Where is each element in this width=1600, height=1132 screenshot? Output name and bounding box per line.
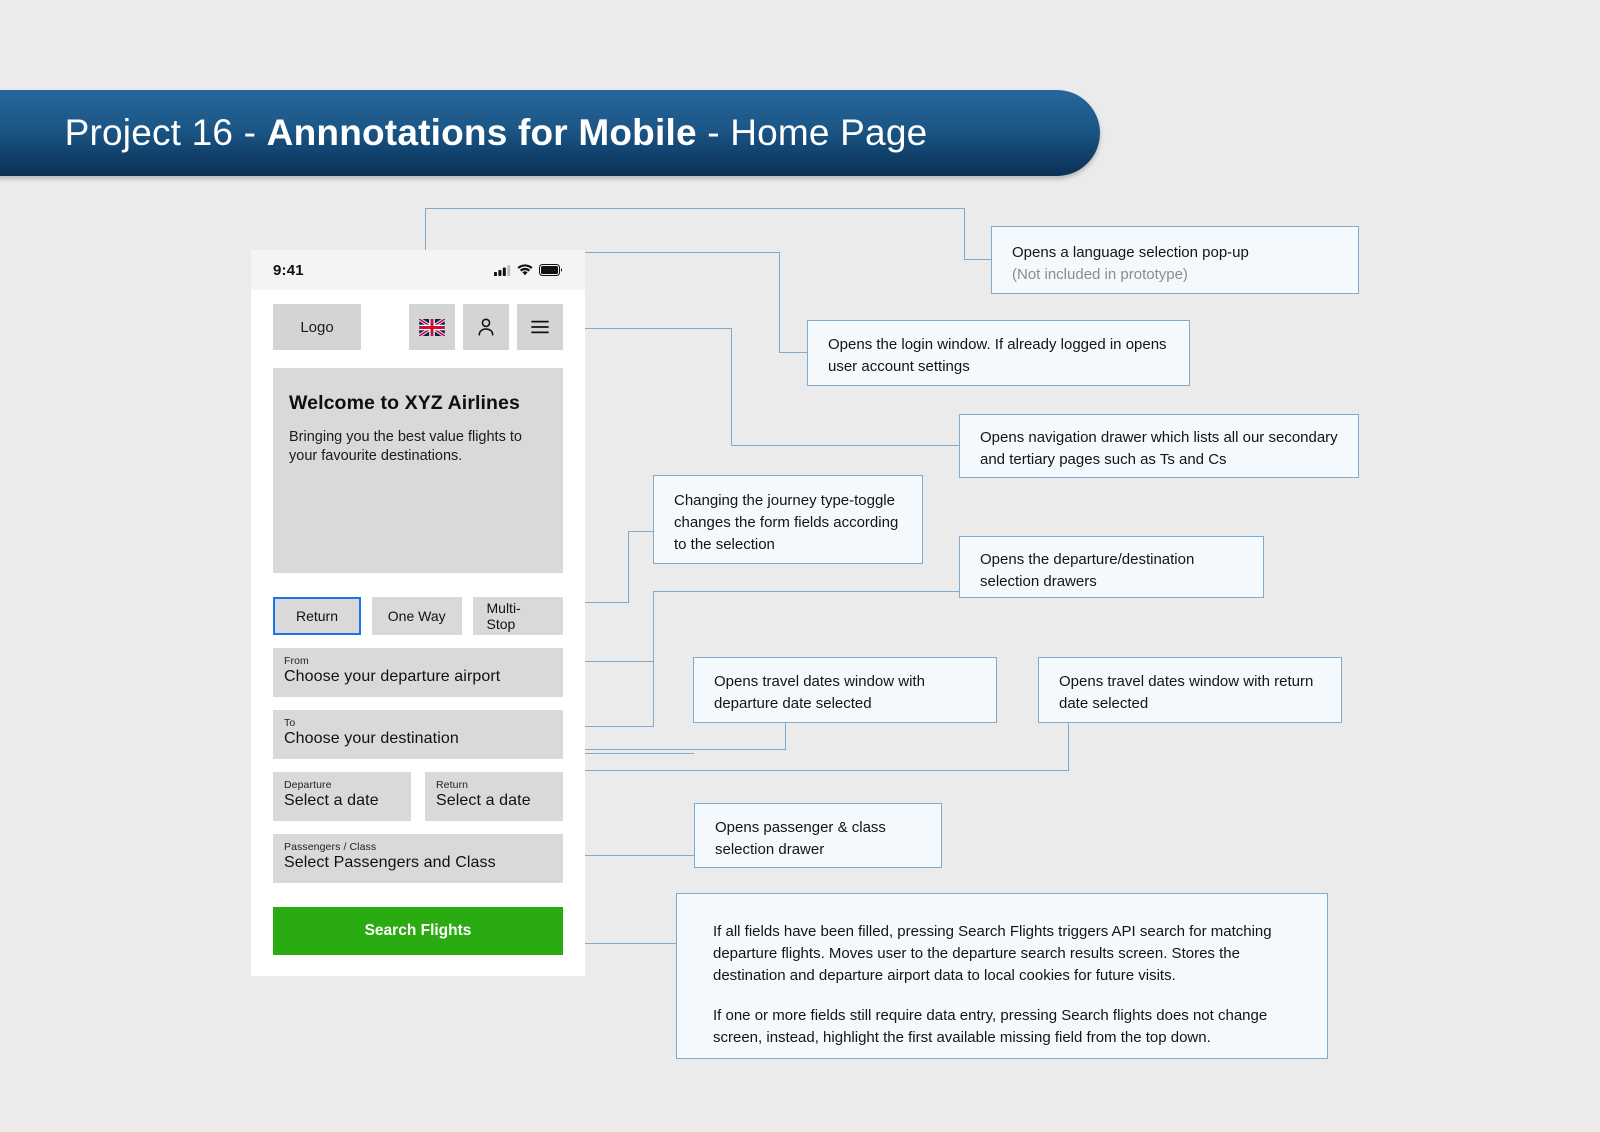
- callout-return-date: Opens travel dates window with return da…: [1038, 657, 1342, 723]
- from-field-label: From: [284, 655, 309, 667]
- date-field-row: Departure Select a date Return Select a …: [273, 772, 563, 821]
- connector-airport-spine: [653, 591, 654, 727]
- connector-language-drop: [964, 208, 965, 260]
- connector-nav-drop: [731, 328, 732, 446]
- from-field[interactable]: From Choose your departure airport: [273, 648, 563, 697]
- battery-icon: [539, 264, 563, 276]
- return-date-field[interactable]: Return Select a date: [425, 772, 563, 821]
- page-title-banner: Project 16 - Annnotations for Mobile - H…: [0, 90, 1100, 176]
- connector-login-stub: [779, 352, 808, 353]
- passengers-class-field[interactable]: Passengers / Class Select Passengers and…: [273, 834, 563, 883]
- return-date-value: Select a date: [436, 792, 531, 809]
- callout-passengers: Opens passenger & class selection drawer: [694, 803, 942, 868]
- menu-button[interactable]: [517, 304, 563, 350]
- to-field-label: To: [284, 717, 296, 729]
- callout-departure-date: Opens travel dates window with departure…: [693, 657, 997, 723]
- connector-to-out: [566, 726, 654, 727]
- callout-return-date-text: Opens travel dates window with return da…: [1059, 673, 1314, 712]
- status-time: 9:41: [273, 261, 304, 279]
- connector-toggle-rise: [628, 531, 629, 603]
- callout-nav-drawer-text: Opens navigation drawer which lists all …: [980, 429, 1338, 468]
- connector-departure-drop: [785, 722, 786, 750]
- passengers-class-label: Passengers / Class: [284, 841, 377, 853]
- page-title: Project 16 - Annnotations for Mobile - H…: [65, 112, 1016, 154]
- callout-airport-drawers: Opens the departure/destination selectio…: [959, 536, 1264, 598]
- connector-nav-stub: [731, 445, 961, 446]
- callout-journey-toggle: Changing the journey type-toggle changes…: [653, 475, 923, 564]
- title-prefix: Project 16 -: [64, 112, 267, 153]
- to-field-value: Choose your destination: [284, 730, 459, 747]
- callout-login-text: Opens the login window. If already logge…: [828, 336, 1167, 375]
- wifi-icon: [517, 264, 533, 276]
- callout-passengers-text: Opens passenger & class selection drawer: [715, 819, 886, 858]
- connector-language-horizontal: [425, 208, 965, 209]
- connector-airport-stub: [653, 591, 960, 592]
- return-date-label: Return: [436, 779, 469, 791]
- journey-type-toggle-group: Return One Way Multi-Stop: [273, 597, 563, 635]
- phone-status-bar: 9:41: [251, 250, 585, 290]
- callout-search-flights-paragraph-2: If one or more fields still require data…: [713, 1007, 1268, 1046]
- connector-search-out: [566, 943, 691, 944]
- connector-passenger-out: [566, 855, 695, 856]
- callout-search-flights-paragraph-1: If all fields have been filled, pressing…: [713, 923, 1272, 984]
- callout-departure-date-text: Opens travel dates window with departure…: [714, 673, 925, 712]
- departure-date-label: Departure: [284, 779, 332, 791]
- journey-toggle-return[interactable]: Return: [273, 597, 361, 635]
- connector-language-stub: [964, 259, 992, 260]
- callout-journey-toggle-text: Changing the journey type-toggle changes…: [674, 492, 899, 553]
- uk-flag-icon: [419, 318, 445, 336]
- connector-toggle-out: [566, 602, 628, 603]
- phone-mockup: 9:41: [251, 250, 585, 976]
- title-bold: Annnotations for Mobile: [266, 112, 697, 153]
- to-field[interactable]: To Choose your destination: [273, 710, 563, 759]
- search-flights-button[interactable]: Search Flights: [273, 907, 563, 955]
- departure-date-value: Select a date: [284, 792, 379, 809]
- connector-toggle-stub: [628, 531, 654, 532]
- hero-title: Welcome to XYZ Airlines: [289, 392, 520, 414]
- connector-departure-return: [566, 749, 786, 750]
- status-icons: [494, 264, 563, 276]
- callout-nav-drawer: Opens navigation drawer which lists all …: [959, 414, 1359, 478]
- hero-banner: Welcome to XYZ Airlines Bringing you the…: [273, 368, 563, 573]
- journey-toggle-multi-stop[interactable]: Multi-Stop: [472, 597, 563, 635]
- callout-login: Opens the login window. If already logge…: [807, 320, 1190, 386]
- connector-login-drop: [779, 252, 780, 353]
- hamburger-menu-icon: [531, 320, 549, 334]
- connector-from-out: [566, 661, 654, 662]
- from-field-value: Choose your departure airport: [284, 668, 501, 685]
- callout-language-line2: (Not included in prototype): [1012, 265, 1188, 283]
- title-suffix: - Home Page: [696, 112, 928, 153]
- callout-airport-drawers-text: Opens the departure/destination selectio…: [980, 551, 1195, 590]
- callout-language: Opens a language selection pop-up (Not i…: [991, 226, 1359, 294]
- language-button[interactable]: [409, 304, 455, 350]
- app-header: Logo: [251, 290, 585, 350]
- connector-login-horizontal: [484, 252, 780, 253]
- cellular-signal-icon: [494, 265, 511, 276]
- hero-subtitle: Bringing you the best value flights to y…: [289, 429, 522, 465]
- account-button[interactable]: [463, 304, 509, 350]
- connector-nav-out: [566, 328, 732, 329]
- callout-search-flights: If all fields have been filled, pressing…: [676, 893, 1328, 1059]
- passengers-class-value: Select Passengers and Class: [284, 854, 496, 871]
- callout-language-line1: Opens a language selection pop-up: [1012, 244, 1249, 261]
- departure-date-field[interactable]: Departure Select a date: [273, 772, 411, 821]
- logo[interactable]: Logo: [273, 304, 361, 350]
- connector-return-drop: [1068, 722, 1069, 770]
- journey-toggle-one-way[interactable]: One Way: [371, 597, 462, 635]
- user-account-icon: [478, 318, 494, 336]
- connector-return-horizontal: [566, 770, 1069, 771]
